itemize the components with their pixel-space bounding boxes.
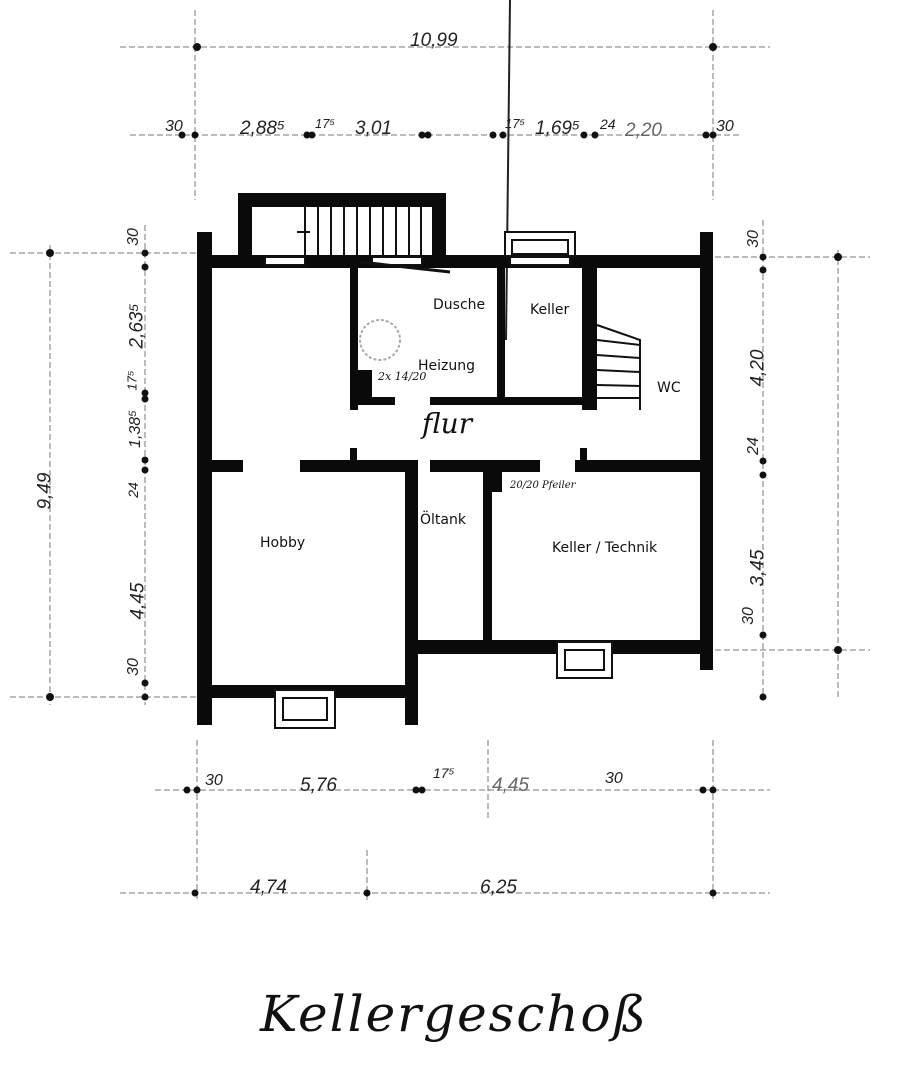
dim-bottom-outer: 4,74 bbox=[250, 877, 287, 898]
walls bbox=[197, 193, 713, 725]
dim-top: 3,01 bbox=[355, 118, 392, 139]
room-label-flur: flur bbox=[422, 407, 473, 440]
windows bbox=[264, 231, 613, 729]
dimension-dots bbox=[46, 43, 842, 897]
chimney-annotation: 2x 14/20 bbox=[378, 370, 427, 383]
dim-top-total: 10,99 bbox=[410, 30, 458, 51]
room-label-oeltank: Öltank bbox=[420, 512, 466, 528]
dim-left: 4,45 bbox=[127, 582, 149, 620]
dim-right: 3,45 bbox=[747, 549, 769, 587]
dim-left-total: 9,49 bbox=[34, 472, 56, 510]
dim-left: 2,63⁵ bbox=[126, 303, 148, 349]
dim-right: 4,20 bbox=[747, 349, 769, 387]
dim-right: 30 bbox=[744, 230, 762, 248]
dim-bottom: 17⁵ bbox=[433, 765, 455, 781]
dim-left: 30 bbox=[124, 658, 142, 676]
boiler-symbol bbox=[359, 319, 401, 361]
pillar-annotation: 20/20 Pfeiler bbox=[510, 480, 576, 491]
dim-bottom: 4,45 bbox=[492, 775, 529, 796]
dim-top: 30 bbox=[165, 118, 183, 135]
door-swing bbox=[359, 260, 451, 274]
dim-top: 17⁵ bbox=[505, 116, 525, 131]
reference-line bbox=[505, 0, 511, 341]
dim-left: 17⁵ bbox=[124, 370, 140, 391]
room-label-wc: WC bbox=[657, 380, 681, 396]
dim-left: 30 bbox=[124, 228, 142, 246]
dim-right: 24 bbox=[744, 437, 762, 455]
dim-bottom: 30 bbox=[205, 772, 223, 789]
room-label-keller: Keller bbox=[530, 302, 570, 318]
dim-top: 2,20 bbox=[625, 120, 662, 141]
dim-bottom-outer: 6,25 bbox=[480, 877, 517, 898]
dim-left: 1,38⁵ bbox=[126, 410, 144, 448]
dim-bottom: 30 bbox=[605, 770, 623, 787]
staircase-wc bbox=[596, 324, 641, 410]
room-label-hobby: Hobby bbox=[260, 535, 306, 551]
dim-top: 30 bbox=[716, 118, 734, 135]
dim-left: 24 bbox=[124, 482, 141, 498]
dim-top: 2,88⁵ bbox=[240, 118, 285, 139]
room-label-dusche: Dusche bbox=[433, 297, 486, 313]
dim-bottom: 5,76 bbox=[300, 775, 337, 796]
dim-top: 1,69⁵ bbox=[535, 118, 580, 139]
plan-title: Kellergeschoß bbox=[260, 985, 649, 1043]
room-label-heizung: Heizung bbox=[418, 358, 476, 374]
dim-right: 30 bbox=[739, 607, 757, 625]
dimension-lines bbox=[10, 10, 870, 900]
staircase-top bbox=[297, 207, 422, 255]
dim-top: 17⁵ bbox=[315, 116, 335, 131]
dim-top: 24 bbox=[600, 116, 616, 132]
room-label-keller-technik: Keller / Technik bbox=[552, 540, 658, 556]
